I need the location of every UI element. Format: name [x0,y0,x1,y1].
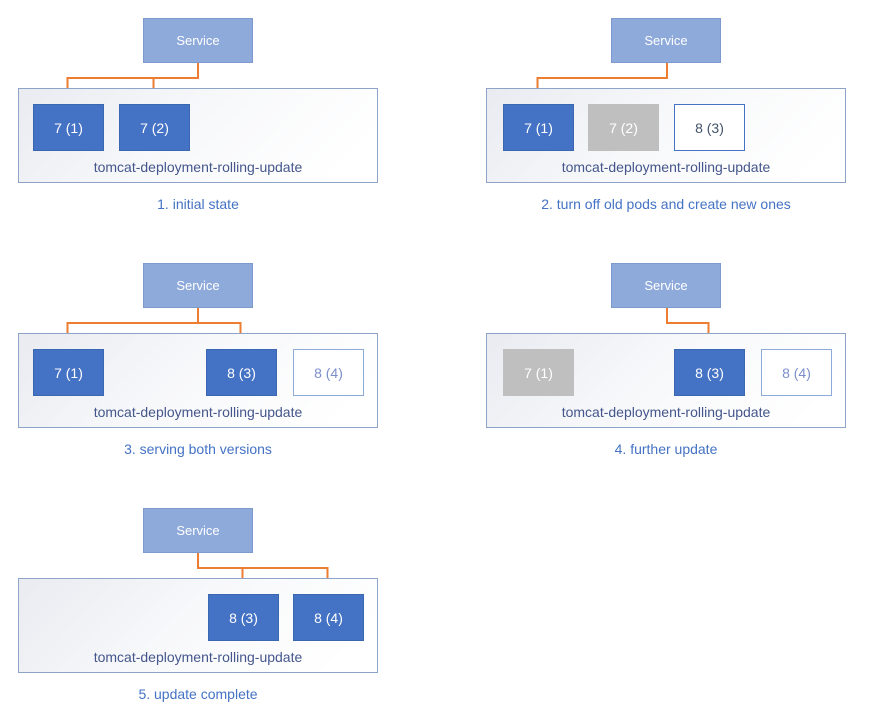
pod-7-2: 7 (2) [119,104,190,151]
pod-label: 7 (1) [524,364,553,381]
service-box: Service [611,263,721,308]
pod-label: 8 (4) [782,364,811,381]
deployment-box: 7 (1) 8 (3) 8 (4) tomcat-deployment-roll… [18,333,378,428]
pod-8-3: 8 (3) [208,594,279,641]
panel-caption: 1. initial state [157,196,239,212]
service-label: Service [644,33,688,48]
pod-label: 7 (1) [524,119,553,136]
pod-8-4: 8 (4) [293,594,364,641]
deployment-box: 7 (1) 7 (2) tomcat-deployment-rolling-up… [18,88,378,183]
panel-update-complete: Service 8 (3) 8 (4) tomcat-deployment-ro… [0,490,436,718]
service-box: Service [611,18,721,63]
pod-label: 8 (3) [695,119,724,136]
pod-label: 8 (3) [227,364,256,381]
deployment-box: 7 (1) 8 (3) 8 (4) tomcat-deployment-roll… [486,333,846,428]
pod-8-4: 8 (4) [293,349,364,396]
pod-8-4: 8 (4) [761,349,832,396]
pod-8-3: 8 (3) [206,349,277,396]
deployment-label: tomcat-deployment-rolling-update [93,649,303,665]
pod-7-1: 7 (1) [503,349,574,396]
service-label: Service [176,278,220,293]
panel-caption: 3. serving both versions [124,441,272,457]
deployment-box: 7 (1) 7 (2) 8 (3) tomcat-deployment-roll… [486,88,846,183]
service-box: Service [143,18,253,63]
deployment-box: 8 (3) 8 (4) tomcat-deployment-rolling-up… [18,578,378,673]
panel-initial-state: Service 7 (1) 7 (2) tomcat-deployment-ro… [0,0,436,245]
pod-label: 8 (3) [229,609,258,626]
pod-8-3: 8 (3) [674,349,745,396]
panel-caption: 4. further update [614,441,718,457]
pod-label: 7 (2) [609,119,638,136]
pod-label: 7 (1) [54,364,83,381]
panel-caption: 2. turn off old pods and create new ones [541,196,791,212]
panel-further-update: Service 7 (1) 8 (3) 8 (4) tomcat-deploym… [468,245,870,490]
pod-label: 8 (4) [314,609,343,626]
pod-label: 8 (3) [695,364,724,381]
pod-8-3: 8 (3) [674,104,745,151]
service-label: Service [176,33,220,48]
pod-7-1: 7 (1) [33,349,104,396]
pod-label: 7 (2) [140,119,169,136]
pod-label: 7 (1) [54,119,83,136]
pod-label: 8 (4) [314,364,343,381]
deployment-label: tomcat-deployment-rolling-update [93,159,303,175]
deployment-label: tomcat-deployment-rolling-update [561,159,771,175]
service-label: Service [176,523,220,538]
panel-turn-off-old-pods: Service 7 (1) 7 (2) 8 (3) tomcat-deploym… [468,0,870,245]
deployment-label: tomcat-deployment-rolling-update [561,404,771,420]
service-box: Service [143,508,253,553]
pod-7-2: 7 (2) [588,104,659,151]
pod-7-1: 7 (1) [503,104,574,151]
service-label: Service [644,278,688,293]
deployment-label: tomcat-deployment-rolling-update [93,404,303,420]
panel-caption: 5. update complete [138,686,258,702]
panel-serving-both-versions: Service 7 (1) 8 (3) 8 (4) tomcat-deploym… [0,245,436,490]
service-box: Service [143,263,253,308]
pod-7-1: 7 (1) [33,104,104,151]
